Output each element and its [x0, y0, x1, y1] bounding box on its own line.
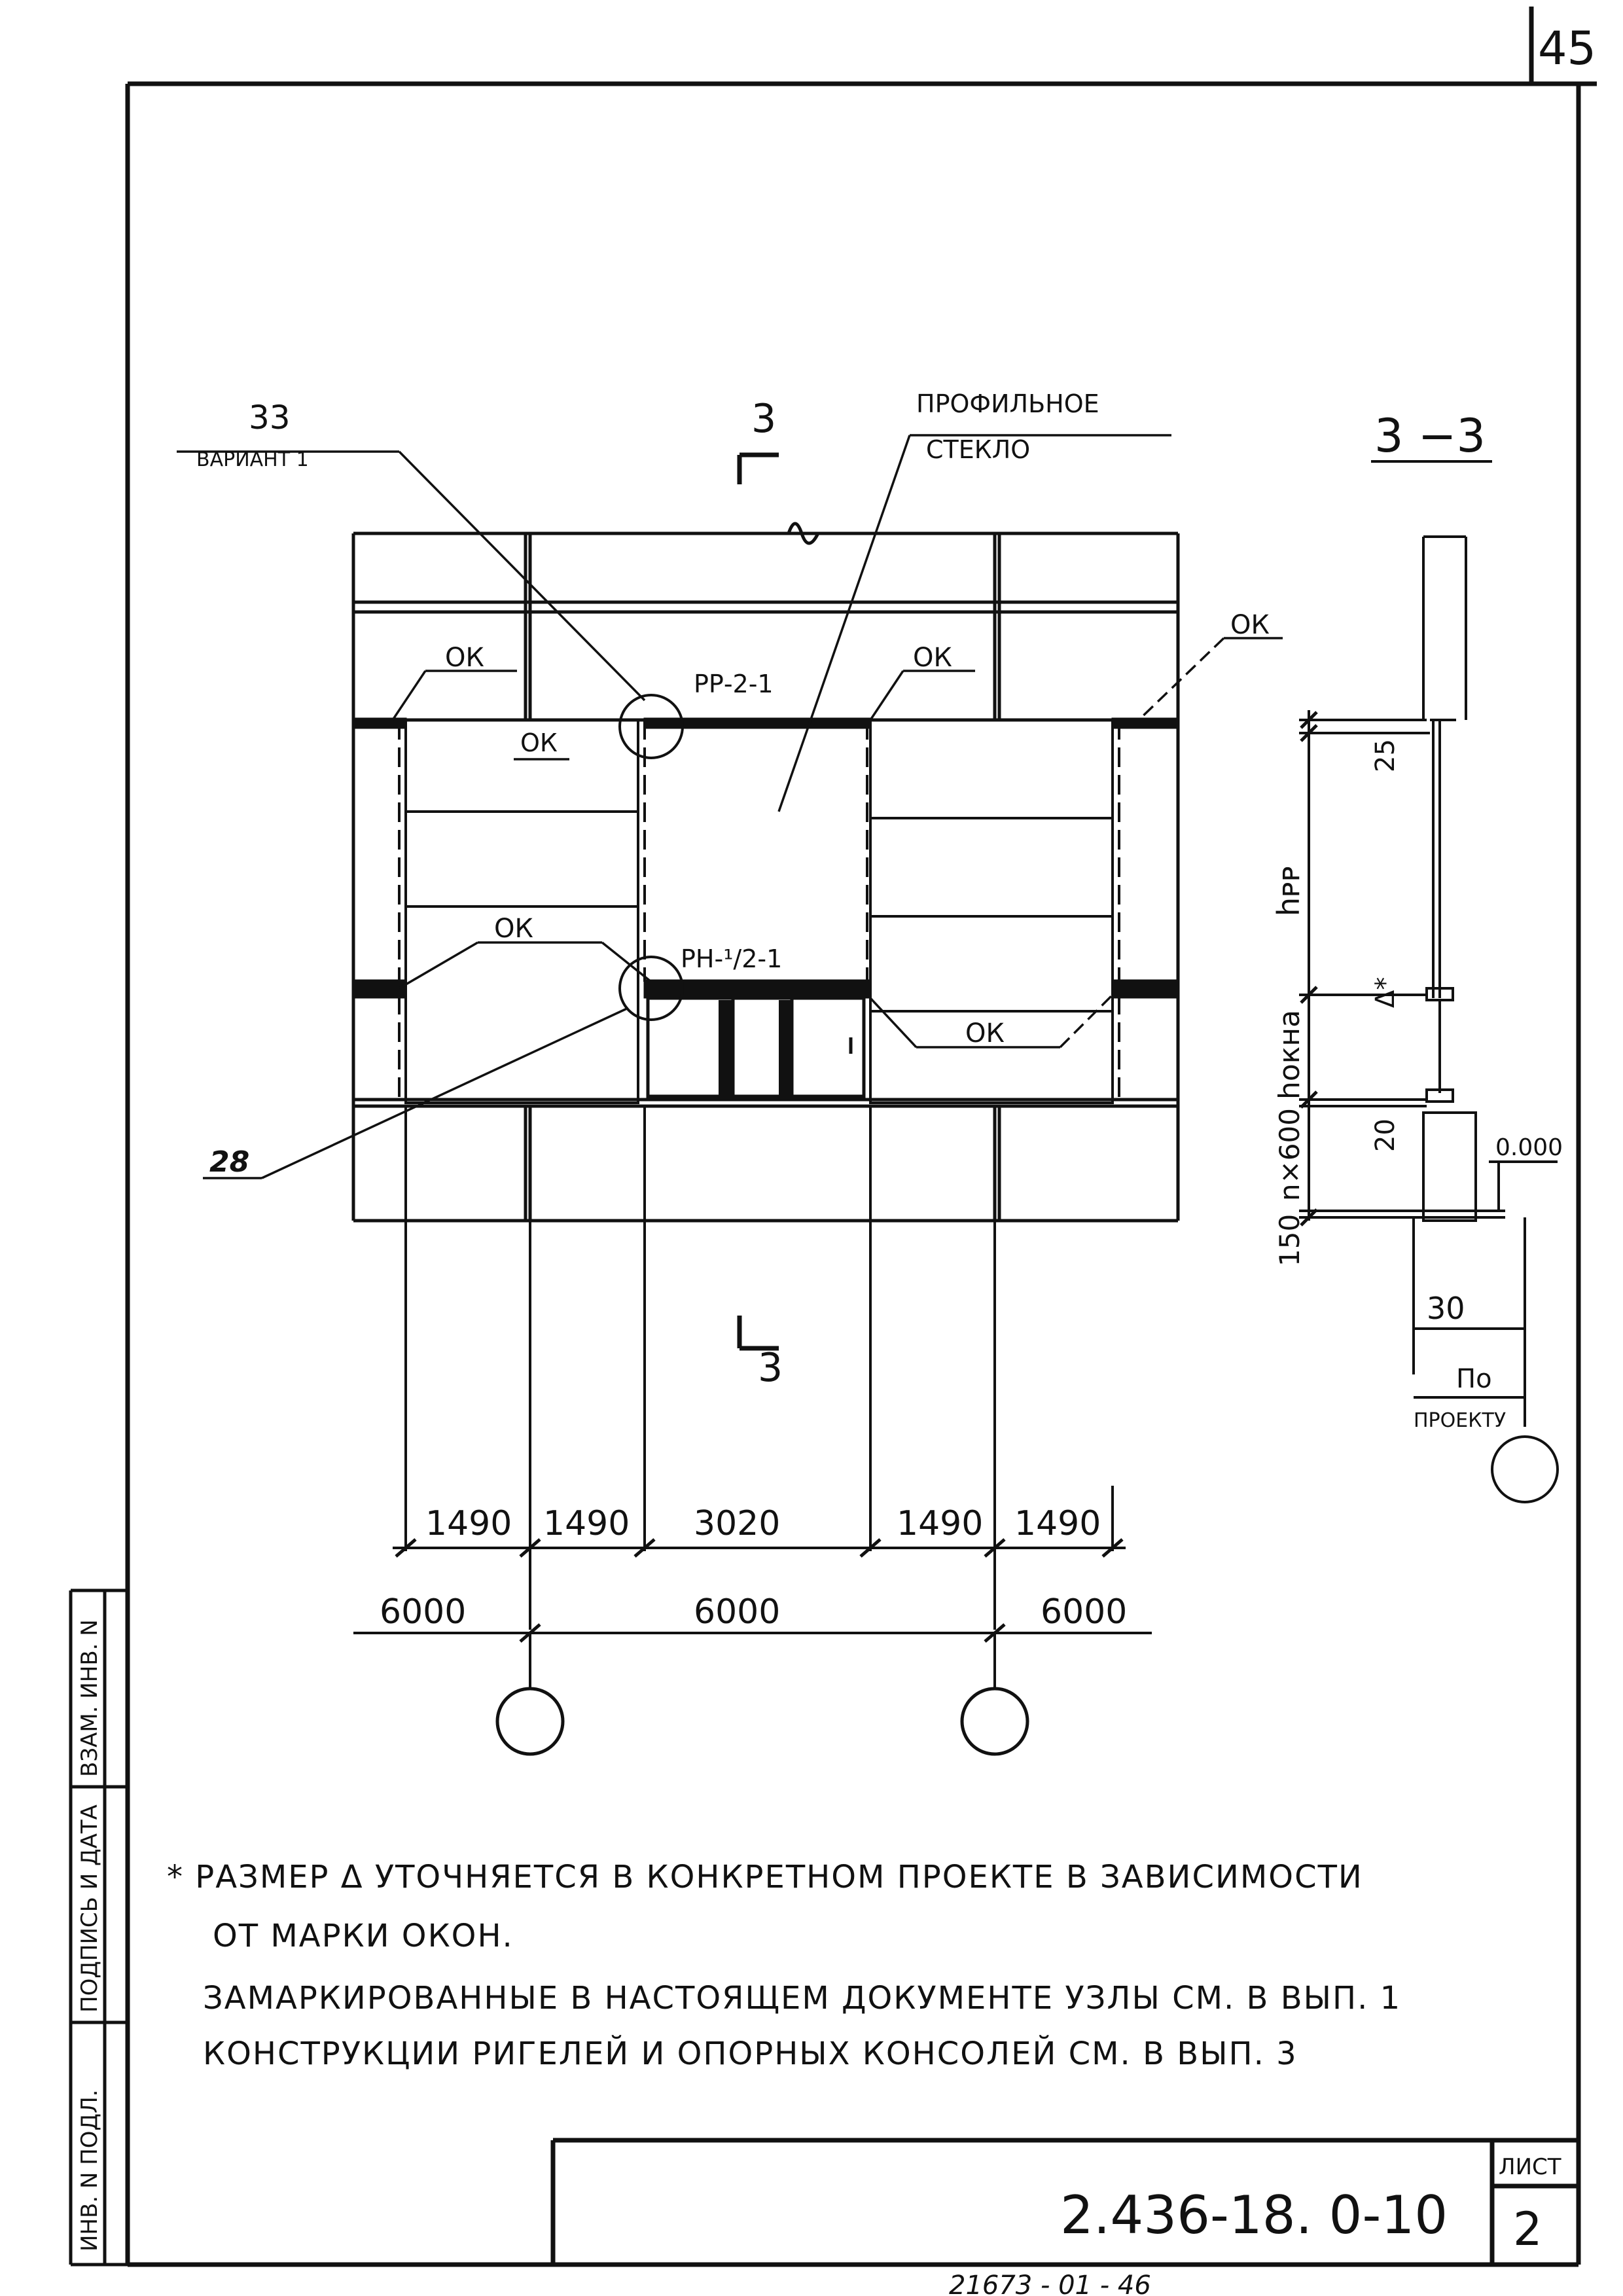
ok-label-1: ОК	[445, 643, 484, 673]
note-line-3: ЗАМАРКИРОВАННЫЕ В НАСТОЯЩЕМ ДОКУМЕНТЕ УЗ…	[203, 1980, 1402, 2017]
section-dim-n600: n×600	[1274, 1108, 1306, 1201]
ok-label-2: ОК	[913, 643, 952, 673]
dim-3020: 3020	[694, 1504, 780, 1543]
section-arrow-top	[737, 452, 779, 484]
title-block	[550, 2138, 1578, 2265]
node-28-number: 28	[209, 1145, 249, 1179]
section-arrow-bottom	[737, 1316, 779, 1351]
dimension-ticks	[395, 1538, 1124, 1643]
section-dim-30: 30	[1427, 1291, 1465, 1326]
ok-label-4: ОК	[520, 728, 558, 757]
node-33-number: 33	[249, 399, 291, 437]
section-dim-25: 25	[1370, 739, 1400, 772]
section-title: 3 −3	[1374, 409, 1486, 463]
beam-upper	[352, 717, 1179, 729]
section-po: По	[1456, 1364, 1492, 1394]
ok-label-3: ОК	[1230, 610, 1270, 640]
dim-1490-b: 1490	[543, 1504, 630, 1543]
section-elevation: 0.000	[1495, 1134, 1563, 1161]
section-dim-h-okna: hокна	[1273, 1010, 1306, 1100]
dim-1490-d: 1490	[1014, 1504, 1101, 1543]
section-dim-delta: Δ*	[1370, 977, 1400, 1008]
node-circle-33	[618, 694, 684, 759]
side-stamp	[69, 1588, 128, 2267]
page-number: 45	[1538, 22, 1596, 75]
window-frame	[646, 996, 866, 1098]
dim-6000-b: 6000	[694, 1592, 780, 1632]
dim-6000-a: 6000	[380, 1592, 466, 1632]
glass-label-line2: СТЕКЛО	[926, 435, 1030, 464]
bottom-archive-number: 21673 - 01 - 46	[949, 2270, 1151, 2296]
dimension-system	[353, 1106, 1152, 1689]
section-dim-150: 150	[1274, 1214, 1306, 1266]
grid-axis-bubbles	[495, 1687, 1029, 1756]
section-proektu: ПРОЕКТУ	[1414, 1409, 1506, 1432]
beam-bottom-label: РН-¹/2-1	[681, 944, 782, 973]
section-3-3-ticks	[1300, 711, 1318, 1227]
section-mark-bottom: 3	[758, 1345, 783, 1391]
ok-label-6: ОК	[965, 1018, 1005, 1049]
window-mullions	[719, 1000, 792, 1095]
section-3-3	[1299, 460, 1559, 1503]
stamp-cell-signature: ПОДПИСЬ И ДАТА	[77, 1804, 103, 2013]
title-block-code: 2.436-18. 0-10	[1060, 2185, 1448, 2246]
beam-top-label: РР-2-1	[694, 670, 774, 698]
section-dim-20: 20	[1370, 1119, 1400, 1152]
sheet-frame	[125, 7, 1597, 2267]
dim-6000-c: 6000	[1041, 1592, 1127, 1632]
beam-lower	[352, 979, 1179, 999]
node-circle-28	[618, 956, 684, 1021]
note-line-1: * РАЗМЕР Δ УТОЧНЯЕТСЯ В КОНКРЕТНОМ ПРОЕК…	[167, 1859, 1363, 1895]
note-line-2: ОТ МАРКИ ОКОН.	[213, 1918, 514, 1954]
glass-label-line1: ПРОФИЛЬНОЕ	[916, 389, 1099, 418]
profile-glass-panels	[398, 719, 1120, 1106]
section-mark-top: 3	[751, 396, 776, 442]
elevation-wall	[351, 522, 1180, 1223]
sheet-label: ЛИСТ	[1499, 2154, 1561, 2180]
sheet-number: 2	[1513, 2202, 1543, 2256]
dim-1490-c: 1490	[897, 1504, 983, 1543]
note-line-4: КОНСТРУКЦИИ РИГЕЛЕЙ И ОПОРНЫХ КОНСОЛЕЙ С…	[203, 2036, 1298, 2072]
ok-label-5: ОК	[494, 914, 533, 944]
stamp-cell-replaces: ВЗАМ. ИНВ. N	[77, 1619, 103, 1777]
leader-lines	[177, 434, 1283, 1179]
stamp-cell-inventory: ИНВ. N ПОДЛ.	[77, 2090, 103, 2251]
dim-1490-a: 1490	[425, 1504, 512, 1543]
node-33-variant: ВАРИАНТ 1	[196, 448, 309, 471]
section-dim-h-pr: hᴘᴘ	[1271, 866, 1306, 916]
